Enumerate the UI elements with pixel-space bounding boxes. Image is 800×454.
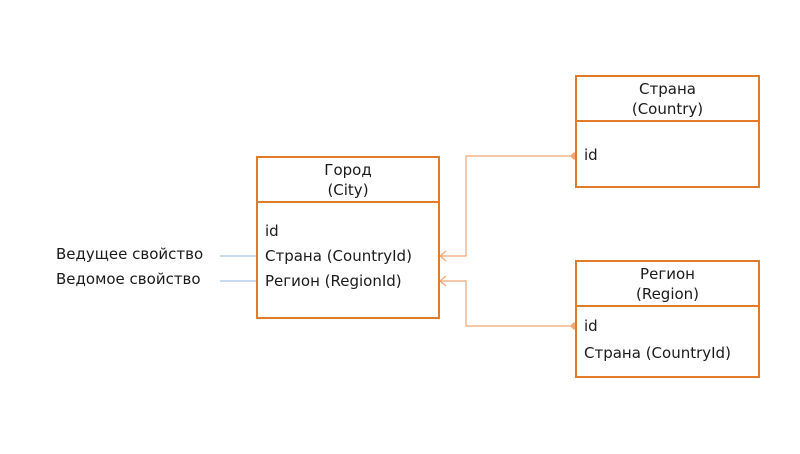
entity-country-title: Страна bbox=[639, 79, 696, 98]
city-field-country-id: Страна (CountryId) bbox=[265, 247, 412, 265]
entity-city: Город (City) id Страна (CountryId) Регио… bbox=[256, 156, 440, 319]
principal-property-label: Ведущее свойство bbox=[56, 245, 204, 263]
entity-country-subtitle: (Country) bbox=[631, 99, 704, 118]
entity-country: Страна (Country) id bbox=[575, 75, 760, 188]
entity-city-header: Город (City) bbox=[258, 158, 438, 203]
arrowhead-city-country bbox=[439, 250, 447, 262]
region-field-country-id: Страна (CountryId) bbox=[584, 344, 731, 362]
entity-city-subtitle: (City) bbox=[327, 180, 369, 199]
relation-city-country bbox=[440, 155, 574, 257]
entity-country-header: Страна (Country) bbox=[577, 77, 758, 122]
city-field-id: id bbox=[265, 222, 279, 240]
entity-region: Регион (Region) id Страна (CountryId) bbox=[575, 260, 760, 378]
entity-region-subtitle: (Region) bbox=[635, 284, 700, 303]
relation-city-region bbox=[440, 280, 574, 327]
city-field-region-id: Регион (RegionId) bbox=[265, 272, 402, 290]
arrowhead-city-region bbox=[439, 275, 447, 287]
dependent-property-label: Ведомое свойство bbox=[56, 270, 201, 288]
entity-city-title: Город bbox=[324, 160, 372, 179]
entity-region-header: Регион (Region) bbox=[577, 262, 758, 307]
region-field-id: id bbox=[584, 317, 598, 335]
entity-region-title: Регион bbox=[640, 264, 695, 283]
country-field-id: id bbox=[584, 146, 598, 164]
